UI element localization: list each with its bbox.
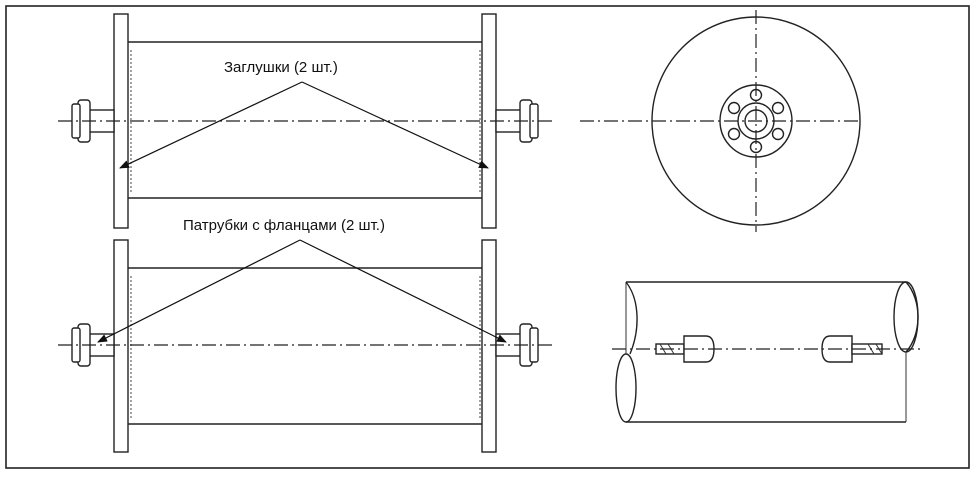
label-caps: Заглушки (2 шт.) bbox=[224, 59, 338, 76]
side-view-caps bbox=[58, 13, 552, 229]
left-end-plate-2 bbox=[113, 239, 129, 453]
label-nozzles: Патрубки с фланцами (2 шт.) bbox=[183, 217, 385, 234]
side-view-nozzles bbox=[58, 239, 552, 453]
drawing-frame bbox=[5, 5, 970, 469]
leader-caps-right bbox=[301, 81, 489, 169]
end-view bbox=[580, 10, 861, 232]
right-end-plate-2 bbox=[481, 239, 497, 453]
leader-nozzles-right bbox=[299, 239, 507, 343]
leader-caps-left bbox=[119, 81, 303, 169]
leader-nozzles-left bbox=[97, 239, 301, 343]
pipe-view bbox=[612, 281, 920, 423]
